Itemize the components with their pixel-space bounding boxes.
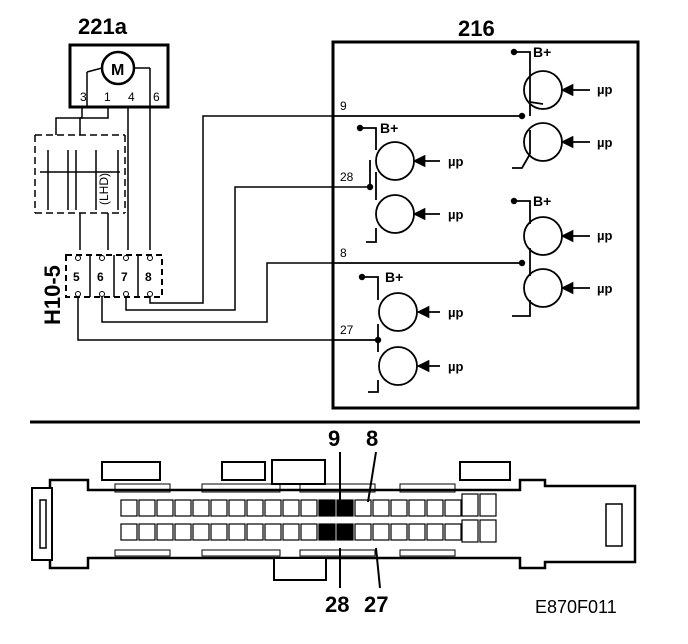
connector-body: 5 6 7 8 — [65, 254, 163, 298]
plug-pin-highlighted — [318, 523, 336, 541]
plug-pin-cavity — [282, 499, 300, 517]
driver-label-4: µp — [448, 207, 463, 222]
motor-symbol: M — [111, 62, 124, 79]
plug-pin-27-label: 27 — [364, 592, 388, 617]
plug-pin-cavity — [120, 499, 138, 517]
plug-pin-cavity — [426, 499, 444, 517]
driver-label-7: µp — [448, 305, 463, 320]
plug-pin-cavity — [264, 499, 282, 517]
plug-pin-highlighted — [336, 499, 354, 517]
plug-pin-cavity — [354, 523, 372, 541]
figure-code: E870F011 — [535, 597, 617, 617]
plug-pin-cavity — [461, 519, 479, 543]
plug-pin-cavity — [461, 493, 479, 517]
driver-label-2: µp — [597, 135, 612, 150]
harness-wires — [77, 115, 370, 341]
plug-pin-9-label: 9 — [328, 426, 340, 451]
output-27-label: 27 — [340, 323, 354, 337]
plug-pin-cavity — [246, 499, 264, 517]
plug-pin-cavity — [282, 523, 300, 541]
connector-label: H10-5 — [40, 265, 65, 325]
connector-pin-7: 7 — [121, 270, 128, 284]
plug-pin-cavity — [138, 499, 156, 517]
plug-pin-cavity — [210, 499, 228, 517]
supply-label-1: B+ — [533, 44, 551, 60]
plug-pin-cavity — [390, 499, 408, 517]
connector-pin-8: 8 — [145, 270, 152, 284]
motor-label: 221a — [78, 14, 128, 39]
connector-pin-6: 6 — [97, 270, 104, 284]
supply-label-3: B+ — [533, 193, 551, 209]
plug-pin-cavity — [264, 523, 282, 541]
plug-pin-cavity — [390, 523, 408, 541]
plug-pin-rows — [120, 493, 497, 543]
plug-pin-cavity — [426, 523, 444, 541]
motor-pin-3: 3 — [80, 90, 87, 104]
plug-pin-cavity — [228, 499, 246, 517]
plug-pin-cavity — [444, 499, 462, 517]
plug-pin-cavity — [372, 523, 390, 541]
plug-pin-cavity — [192, 499, 210, 517]
motor-box: M 3 1 4 6 — [68, 43, 170, 109]
module-label: 216 — [458, 16, 495, 41]
supply-label-4: B+ — [385, 269, 403, 285]
driver-label-1: µp — [597, 82, 612, 97]
lhd-note: (LHD) — [97, 173, 111, 205]
plug-pin-cavity — [444, 523, 462, 541]
output-28-label: 28 — [340, 170, 354, 184]
driver-label-6: µp — [597, 281, 612, 296]
connector-pin-5: 5 — [73, 270, 80, 284]
supply-label-2: B+ — [380, 120, 398, 136]
motor-pin-4: 4 — [128, 90, 135, 104]
driver-label-3: µp — [448, 154, 463, 169]
plug-pin-cavity — [408, 499, 426, 517]
module-box — [331, 40, 640, 410]
plug-pin-cavity — [479, 493, 497, 517]
plug-pin-cavity — [300, 499, 318, 517]
output-8-label: 8 — [340, 246, 347, 260]
plug-pin-cavity — [354, 499, 372, 517]
plug-face — [31, 459, 637, 581]
motor-pin-1: 1 — [104, 90, 111, 104]
driver-label-5: µp — [597, 228, 612, 243]
module-circuitry — [333, 51, 590, 393]
motor-pin-6: 6 — [153, 90, 160, 104]
plug-pin-highlighted — [318, 499, 336, 517]
plug-pin-cavity — [156, 499, 174, 517]
plug-pin-cavity — [120, 523, 138, 541]
plug-pin-8-label: 8 — [366, 426, 378, 451]
plug-pin-28-label: 28 — [325, 592, 349, 617]
driver-label-8: µp — [448, 359, 463, 374]
lhd-wiring — [34, 107, 151, 250]
plug-pin-cavity — [408, 523, 426, 541]
plug-pin-cavity — [192, 523, 210, 541]
plug-pin-cavity — [228, 523, 246, 541]
plug-pin-cavity — [210, 523, 228, 541]
pin-callouts — [339, 451, 381, 589]
output-9-label: 9 — [340, 99, 347, 113]
plug-pin-cavity — [174, 499, 192, 517]
plug-pin-cavity — [246, 523, 264, 541]
junction-dots — [356, 48, 526, 344]
plug-pin-cavity — [300, 523, 318, 541]
plug-pin-cavity — [156, 523, 174, 541]
plug-pin-cavity — [479, 519, 497, 543]
plug-pin-cavity — [138, 523, 156, 541]
plug-pin-cavity — [372, 499, 390, 517]
plug-pin-highlighted — [336, 523, 354, 541]
plug-pin-cavity — [174, 523, 192, 541]
